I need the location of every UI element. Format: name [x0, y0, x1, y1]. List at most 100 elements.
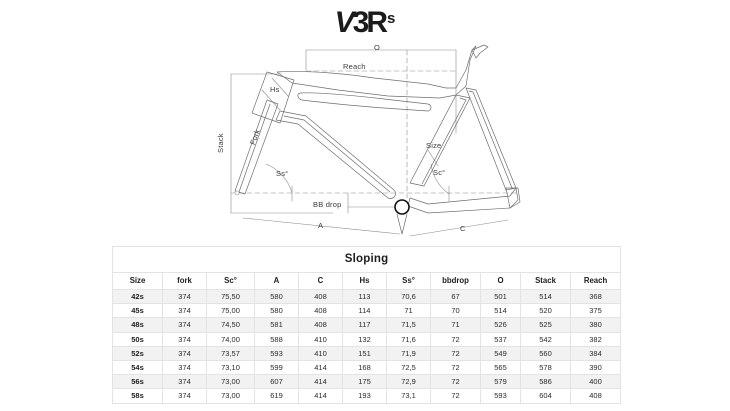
table-body: 42s 374 75,50 580 408 113 70,6 67 501 51… — [112, 288, 622, 404]
table-row[interactable]: 54s 374 73,10 599 414 168 72,5 72 565 57… — [112, 360, 622, 376]
cell-ss: 72,5 — [386, 360, 431, 376]
cell-stack: 578 — [520, 360, 571, 376]
column-header-bbdrop[interactable]: bbdrop — [430, 272, 481, 290]
column-header-a[interactable]: A — [254, 272, 299, 290]
column-header-hs[interactable]: Hs — [342, 272, 387, 290]
cell-c: 414 — [298, 388, 343, 404]
cell-bbdrop: 72 — [430, 374, 481, 390]
cell-ss: 71,5 — [386, 317, 431, 333]
cell-stack: 514 — [520, 288, 571, 305]
table-row[interactable]: 42s 374 75,50 580 408 113 70,6 67 501 51… — [112, 288, 622, 305]
column-header-fork[interactable]: fork — [162, 272, 207, 290]
cell-a: 588 — [254, 331, 299, 347]
table-title: Sloping — [111, 246, 622, 273]
cell-c: 410 — [298, 331, 343, 347]
column-header-sc[interactable]: Sc° — [206, 272, 255, 290]
cell-ss: 73,1 — [386, 388, 431, 404]
cell-sc: 73,10 — [206, 360, 255, 376]
cell-size: 54s — [112, 360, 163, 376]
table-row[interactable]: 56s 374 73,00 607 414 175 72,9 72 579 58… — [112, 374, 622, 390]
bottom-bracket-circle — [394, 199, 410, 215]
top-tube-inner-slot — [297, 92, 432, 112]
cell-sc: 73,00 — [206, 388, 255, 404]
cell-reach: 400 — [569, 374, 622, 390]
diagram-label-size: Size — [426, 141, 442, 150]
cell-o: 593 — [480, 388, 521, 404]
cell-a: 581 — [254, 317, 299, 333]
cell-fork: 374 — [162, 288, 207, 305]
cell-reach: 390 — [569, 360, 622, 376]
cell-sc: 74,50 — [206, 317, 255, 333]
frame-drawing-svg — [230, 44, 521, 237]
column-header-o[interactable]: O — [480, 272, 521, 290]
cell-stack: 525 — [520, 317, 571, 333]
cell-bbdrop: 72 — [430, 360, 481, 376]
cell-a: 580 — [254, 303, 299, 319]
bb-stub — [396, 213, 408, 235]
column-header-stack[interactable]: Stack — [520, 272, 571, 290]
cell-fork: 374 — [162, 345, 207, 362]
cell-a: 607 — [254, 374, 299, 390]
cell-size: 56s — [112, 374, 163, 390]
cell-hs: 151 — [342, 345, 387, 362]
cell-ss: 72,9 — [386, 374, 431, 390]
bicycle-frame-geometry-diagram: O Reach Hs Fork Stack Ss° Sc° BB drop Si… — [188, 38, 548, 243]
table-row[interactable]: 52s 374 73,57 593 410 151 71,9 72 549 56… — [112, 345, 622, 362]
cell-size: 50s — [112, 331, 163, 347]
cell-a: 619 — [254, 388, 299, 404]
cell-bbdrop: 70 — [430, 303, 481, 319]
logo-letter-v: V — [334, 6, 355, 39]
diagram-label-o: O — [374, 43, 381, 52]
diagram-label-c: C — [460, 224, 466, 233]
table-header-row: Size fork Sc° A C Hs Ss° bbdrop O Stack … — [112, 272, 622, 290]
cell-stack: 560 — [520, 345, 571, 362]
cell-fork: 374 — [162, 317, 207, 333]
cell-size: 52s — [112, 345, 163, 362]
cell-c: 408 — [298, 288, 343, 305]
cell-fork: 374 — [162, 374, 207, 390]
cell-o: 537 — [480, 331, 521, 347]
cell-ss: 71,6 — [386, 331, 431, 347]
cell-reach: 380 — [569, 317, 622, 333]
front-axle-point — [234, 190, 240, 196]
table-row[interactable]: 48s 374 74,50 581 408 117 71,5 71 526 52… — [112, 317, 622, 333]
logo-letter-r: R — [366, 6, 388, 39]
cell-stack: 542 — [520, 331, 571, 347]
cell-fork: 374 — [162, 303, 207, 319]
cell-hs: 113 — [342, 288, 387, 305]
table-row[interactable]: 50s 374 74,00 588 410 132 71,6 72 537 54… — [112, 331, 622, 347]
cell-size: 42s — [112, 288, 163, 305]
diagram-label-sc-angle: Sc° — [433, 168, 446, 177]
diagram-label-stack: Stack — [216, 133, 225, 153]
cell-o: 514 — [480, 303, 521, 319]
cell-c: 414 — [298, 374, 343, 390]
head-tube — [251, 71, 295, 124]
column-header-reach[interactable]: Reach — [569, 272, 622, 290]
seatpost-top — [471, 44, 489, 59]
cell-a: 599 — [254, 360, 299, 376]
cell-sc: 73,00 — [206, 374, 255, 390]
column-header-size[interactable]: Size — [112, 272, 163, 290]
seat-tube — [409, 94, 471, 187]
diagram-label-a: A — [318, 221, 324, 230]
cell-reach: 375 — [569, 303, 622, 319]
cell-stack: 520 — [520, 303, 571, 319]
geometry-table: Sloping Size fork Sc° A C Hs Ss° bbdrop … — [111, 246, 622, 404]
cell-sc: 75,50 — [206, 288, 255, 305]
cell-reach: 368 — [569, 288, 622, 305]
table-row[interactable]: 58s 374 73,00 619 414 193 73,1 72 593 60… — [112, 388, 622, 404]
chain-stay — [407, 187, 519, 214]
cell-o: 501 — [480, 288, 521, 305]
fork-outline — [234, 99, 279, 195]
column-header-ss[interactable]: Ss° — [386, 272, 431, 290]
diagram-label-ss-angle: Ss° — [276, 169, 289, 178]
column-header-c[interactable]: C — [298, 272, 343, 290]
table-title-row: Sloping — [111, 246, 622, 273]
cell-reach: 382 — [569, 331, 622, 347]
down-tube — [275, 110, 396, 199]
cell-bbdrop: 72 — [430, 345, 481, 362]
table-row[interactable]: 45s 374 75,00 580 408 114 71 70 514 520 … — [112, 303, 622, 319]
cell-size: 45s — [112, 303, 163, 319]
cell-c: 408 — [298, 303, 343, 319]
cell-bbdrop: 67 — [430, 288, 481, 305]
